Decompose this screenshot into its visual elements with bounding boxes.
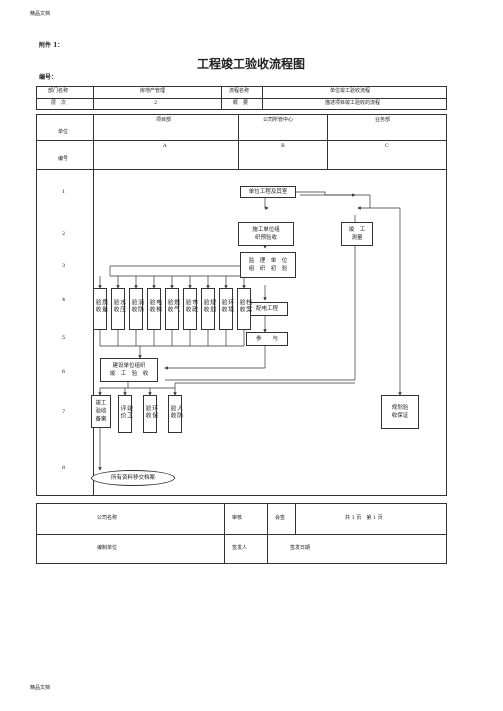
cols-label: 编号	[58, 156, 69, 162]
row-1: 1	[62, 189, 66, 195]
planning-certificate-box: 规划验 收保证	[381, 395, 419, 429]
water-pressure-acceptance-box: 水压验收	[111, 288, 126, 330]
units-label: 单位	[58, 129, 69, 135]
row-4: 4	[62, 297, 66, 303]
planning-acceptance-box: 规划验收	[201, 288, 216, 330]
row-2: 2	[62, 231, 66, 237]
footer-unit-label: 编制单位	[97, 545, 118, 551]
flow-table	[36, 114, 447, 496]
fire-acceptance-box: 消防验收	[129, 288, 144, 330]
attachment-label: 附件 1：	[39, 42, 64, 49]
header-dept-label: 部门名称	[48, 88, 69, 94]
gas-acceptance-box: 燃气验收	[165, 288, 180, 330]
environment-acceptance-box: 环境验收	[219, 288, 234, 330]
col-b: B	[281, 143, 285, 149]
owner-acceptance-node: 建设单位组织 竣 工 验 收	[100, 358, 158, 382]
header-summary-value: 描述项目竣工验收的流程	[325, 100, 381, 106]
watermark-top: 精品文档	[30, 11, 51, 17]
elevator-acceptance-box: 电梯验收	[147, 288, 162, 330]
dept-business: 业务部	[375, 117, 391, 123]
completion-survey-node: 竣 工 测量	[341, 222, 373, 246]
col-a: A	[163, 143, 167, 149]
archive-acceptance-box: 档案验收	[237, 288, 252, 330]
header-level-label: 层 次	[51, 100, 67, 106]
footer-issuer-label: 签发人	[232, 545, 248, 551]
footer-company-label: 公司名称	[97, 515, 118, 521]
participate-node: 参 与	[246, 332, 288, 346]
quality-acceptance-box: 质量验收	[93, 288, 108, 330]
header-level-value: 2	[154, 100, 158, 106]
header-process-label: 流程名称	[229, 88, 250, 94]
archive-transfer-node: 所有资料移交档案	[91, 470, 175, 486]
municipal-acceptance-box: 市政验收	[183, 288, 198, 330]
completion-evaluation-box: 竣工评价	[118, 395, 133, 433]
completion-filing-box: 竣工验收备案	[91, 395, 111, 428]
environmental-acceptance-box: 环保验收	[143, 395, 158, 433]
doc-number-label: 编号：	[39, 74, 58, 81]
header-process-value: 单位竣工验收流程	[330, 88, 371, 94]
watermark-bottom: 精品文档	[30, 685, 51, 691]
header-summary-label: 概 要	[233, 100, 249, 106]
footer-issue-date-label: 签发日期	[290, 545, 311, 551]
footer-table	[36, 503, 447, 564]
dept-center: 公司所管中心	[263, 117, 294, 123]
row-6: 6	[62, 369, 66, 375]
start-node: 单位工程及其室	[240, 186, 296, 198]
contractor-pre-acceptance-node: 施工单位组 织预验收	[238, 222, 294, 246]
footer-review-label: 审核	[232, 515, 243, 521]
footer-page-info: 共 1 页 第 1 页	[345, 515, 383, 521]
col-c: C	[385, 143, 389, 149]
header-dept-value: 房地产管理	[140, 88, 166, 94]
supervisor-inspection-node: 监 理 单 位 组 织 初 验	[240, 252, 296, 278]
footer-countersign-label: 会签	[275, 515, 286, 521]
dept-project: 项目部	[156, 117, 172, 123]
civil-defense-acceptance-box: 人防验收	[168, 395, 183, 433]
row-7: 7	[62, 409, 66, 415]
row-3: 3	[62, 263, 66, 269]
row-5: 5	[62, 335, 66, 341]
page-title: 工程竣工验收流程图	[197, 57, 306, 71]
row-8: 8	[62, 465, 66, 471]
power-project-node: 配电工程	[246, 302, 288, 316]
